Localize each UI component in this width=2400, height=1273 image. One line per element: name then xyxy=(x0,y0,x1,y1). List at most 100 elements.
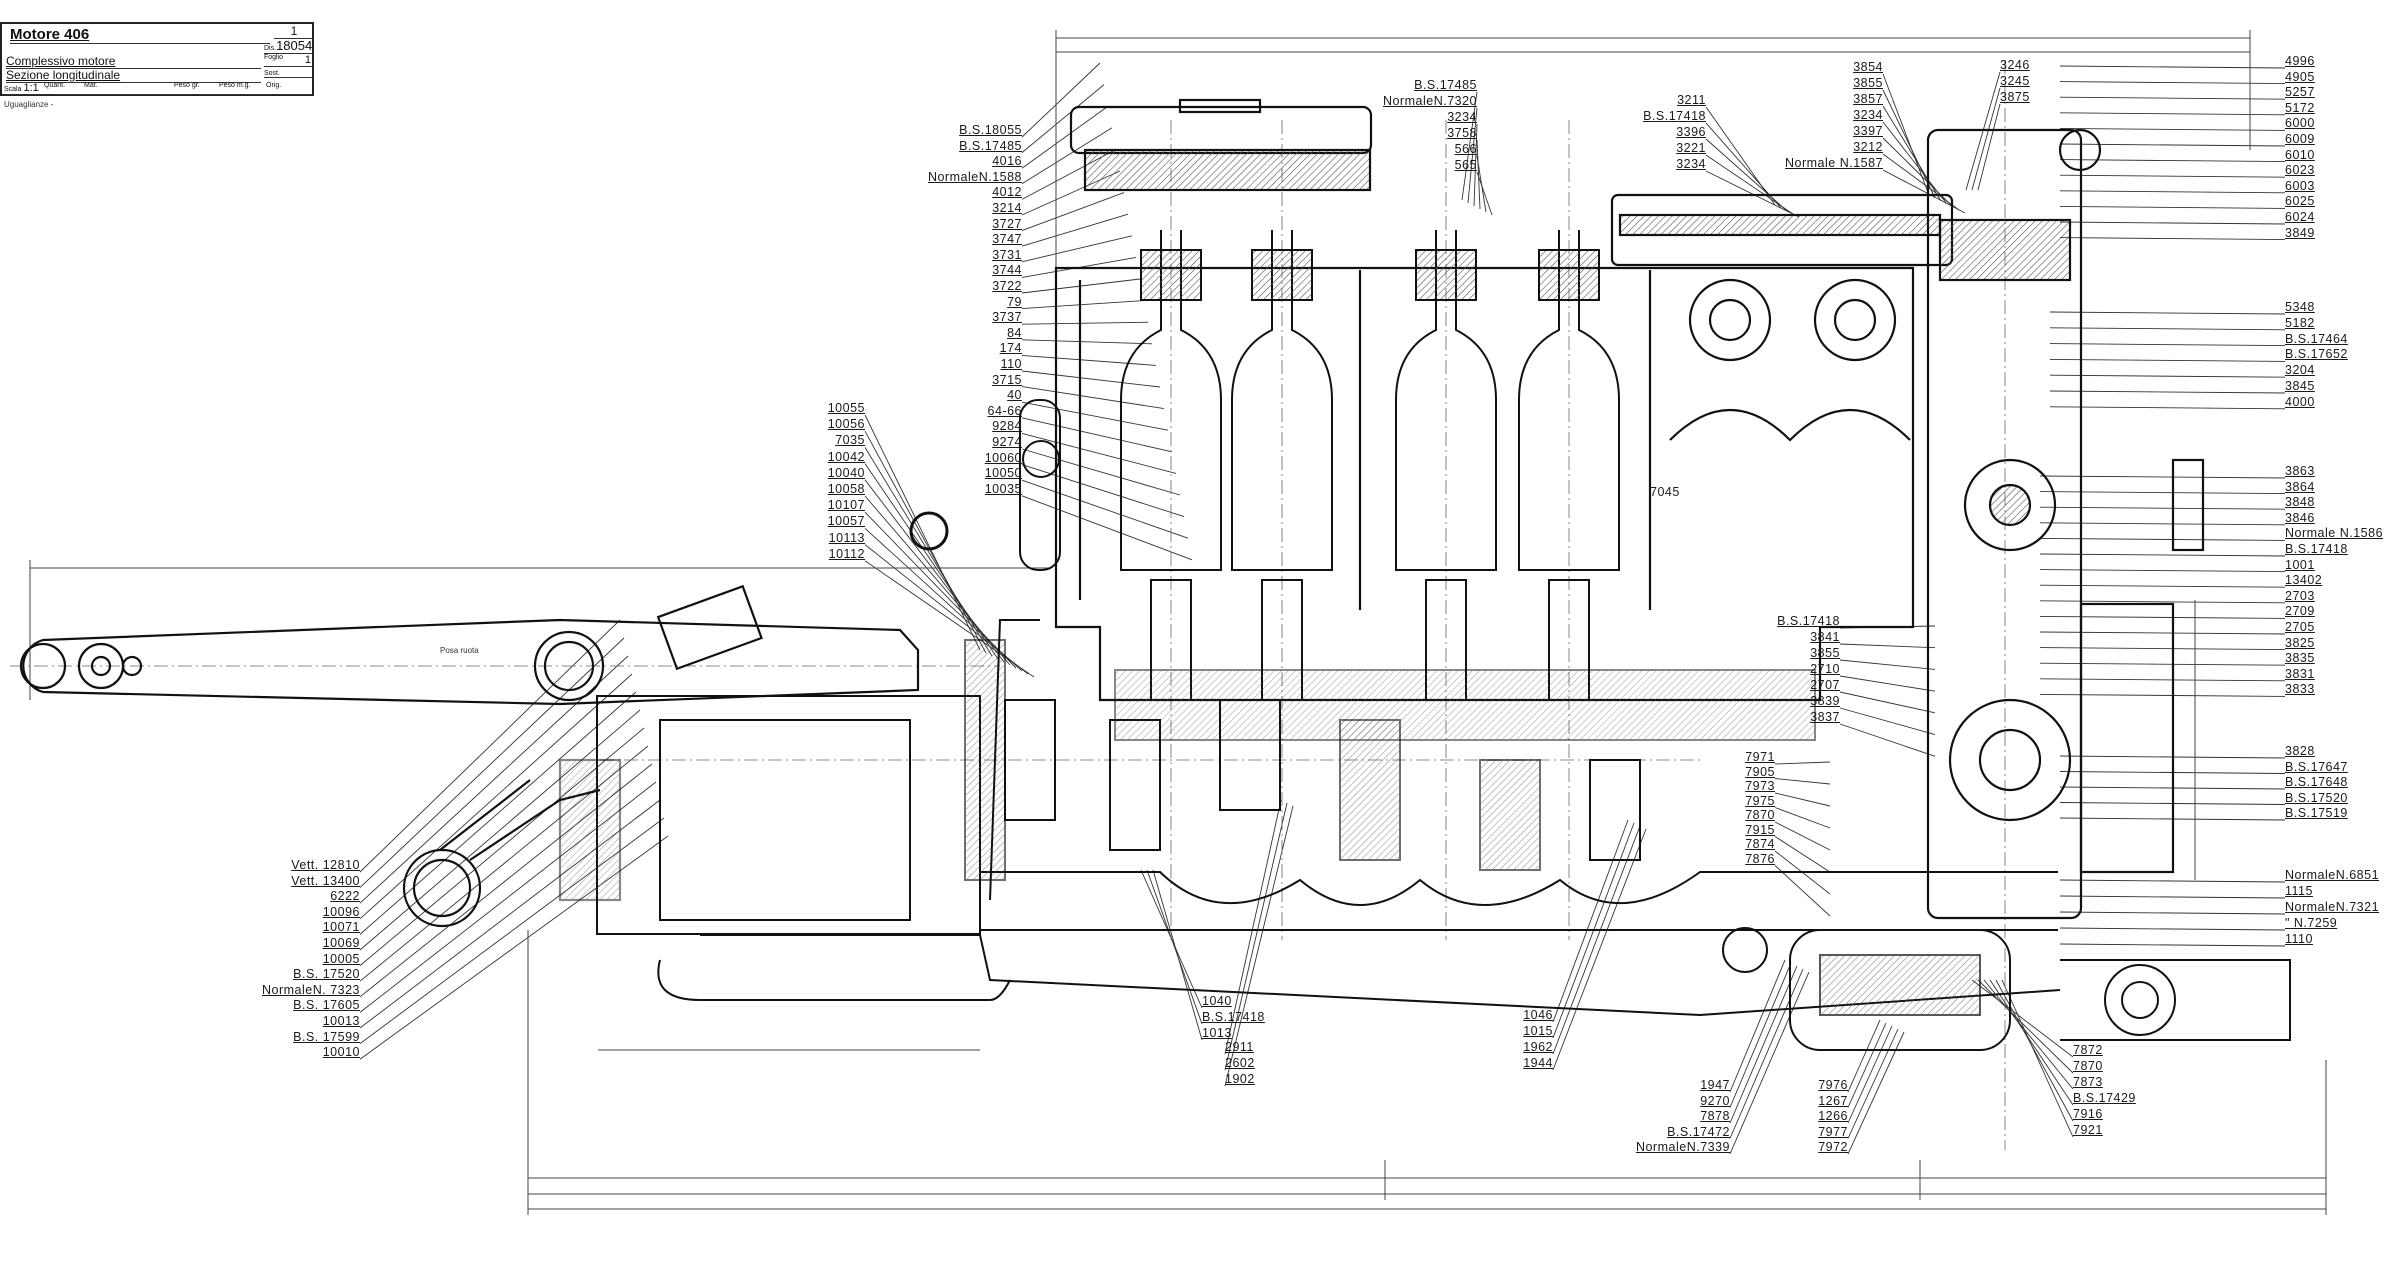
valve-spring xyxy=(1415,249,1477,301)
part-callout-right-mid: 3864 xyxy=(2285,479,2315,494)
part-callout-left-clutch: 10113 xyxy=(828,530,865,545)
part-callout-top-cam2: 3234 xyxy=(1853,108,1883,122)
leader-line xyxy=(2039,615,2286,619)
part-callout-bottom-sump-right: 7872 xyxy=(2073,1043,2103,1057)
leader-line xyxy=(1839,675,1936,692)
leader-line xyxy=(864,414,981,651)
part-callout-right-mid: Normale N.1586 xyxy=(2285,526,2384,541)
leader-line xyxy=(1021,448,1181,496)
part-callout-right-mid: 2705 xyxy=(2285,620,2315,634)
part-callout-left-clutch: 10107 xyxy=(827,498,865,513)
leader-line xyxy=(864,430,987,654)
leader-line xyxy=(1971,979,2074,1058)
leader-line xyxy=(864,560,1035,678)
leader-line xyxy=(2039,491,2286,495)
leader-line xyxy=(1729,959,1786,1093)
leader-line xyxy=(1847,1019,1881,1093)
part-callout-bottom-sump-right: 7870 xyxy=(2073,1059,2103,1073)
leader-line xyxy=(2039,647,2286,651)
leader-line xyxy=(2059,159,2286,163)
leader-line xyxy=(2049,390,2286,394)
part-callout-left-head: 3722 xyxy=(992,279,1022,293)
part-callout-bottom-sump-left: B.S.17472 xyxy=(1667,1124,1730,1139)
part-callout-right-mid: 3825 xyxy=(2285,635,2315,650)
leader-line xyxy=(1882,73,1930,196)
leader-line xyxy=(1774,761,1831,765)
part-callout-right-bottom: 1115 xyxy=(2285,884,2313,898)
part-callout-gear-mid: 3839 xyxy=(1810,694,1840,708)
part-callout-crank-a: 1013 xyxy=(1202,1026,1232,1040)
part-callout-left-bottom: B.S. 17605 xyxy=(293,998,360,1013)
leader-line xyxy=(864,447,993,657)
valve-spring xyxy=(1251,249,1313,301)
leader-line xyxy=(2039,693,2286,697)
leader-line xyxy=(1021,235,1133,263)
part-callout-gear-mid: 2710 xyxy=(1810,662,1840,676)
leader-line xyxy=(1461,91,1478,201)
part-callout-bottom-sump-right: B.S.17429 xyxy=(2073,1091,2136,1105)
part-callout-top-cam2: 3855 xyxy=(1853,76,1883,90)
leader-line xyxy=(1774,792,1831,807)
part-callout-gear-mid: 2707 xyxy=(1810,678,1840,692)
leader-line xyxy=(2059,190,2286,194)
leader-line xyxy=(1847,1028,1899,1139)
leader-line xyxy=(1774,836,1831,873)
leader-line xyxy=(1021,479,1189,539)
leader-line xyxy=(1552,828,1647,1071)
part-callout-right-top: 4905 xyxy=(2285,69,2315,84)
part-callout-left-head: 84 xyxy=(1007,325,1022,340)
part-callout-right-upper: 5182 xyxy=(2285,315,2315,330)
valve-spring xyxy=(1140,249,1202,301)
part-callout-right-top: 6003 xyxy=(2285,178,2315,193)
engine-block xyxy=(1054,98,2205,920)
cylinder-bore xyxy=(1120,230,1222,571)
leader-line xyxy=(1983,979,2074,1090)
part-callout-right-mid: 3833 xyxy=(2285,682,2315,697)
part-callout-pump: 7905 xyxy=(1745,764,1775,779)
part-callout-left-head: 3744 xyxy=(992,263,1022,278)
leader-line xyxy=(2039,537,2286,541)
leader-line xyxy=(1021,370,1161,388)
part-callout-left-bottom: 10069 xyxy=(322,936,360,950)
uguaglianze-note: Uguaglianze - xyxy=(4,100,54,109)
leader-line xyxy=(2059,895,2286,899)
leader-line xyxy=(1021,464,1185,518)
part-callout-right-mid: 1001 xyxy=(2285,557,2315,572)
part-callout-right-upper: B.S.17464 xyxy=(2285,331,2348,346)
leader-line xyxy=(2049,374,2286,378)
cylinders xyxy=(1120,230,1620,701)
part-callout-right-low: B.S.17647 xyxy=(2285,759,2348,774)
leader-line xyxy=(1839,691,1936,714)
leader-line xyxy=(1021,213,1129,247)
part-callout-top-cam2: Normale N.1587 xyxy=(1784,156,1883,170)
leader-line xyxy=(2039,584,2286,588)
part-callout-left-head: NormaleN.1588 xyxy=(927,169,1022,184)
leader-line xyxy=(1847,1031,1905,1155)
part-callout-right-top: 6000 xyxy=(2285,116,2315,131)
leader-line xyxy=(2049,311,2286,315)
sheet-field: Foglio 1 xyxy=(264,54,314,67)
part-callout-left-bottom: Vett. 13400 xyxy=(291,873,360,888)
leader-line xyxy=(1021,127,1113,185)
subtitle-2: Sezione longitudinale xyxy=(6,68,261,83)
leader-line xyxy=(2039,662,2286,666)
leader-line xyxy=(1552,819,1629,1023)
part-callout-bottom-sump-left: 7878 xyxy=(1700,1109,1730,1123)
part-callout-left-bottom: B.S. 17599 xyxy=(293,1029,360,1044)
sost-field: Sost. xyxy=(264,70,314,78)
part-callout-right-mid: 3835 xyxy=(2285,651,2315,666)
part-callout-left-clutch: 10040 xyxy=(827,465,865,480)
part-callout-right-top: 6024 xyxy=(2285,210,2315,224)
dimension-lines xyxy=(29,30,2327,1215)
leader-line xyxy=(1729,971,1810,1155)
part-callout-right-top: 5257 xyxy=(2285,85,2315,100)
part-callout-left-bottom: 10096 xyxy=(322,904,360,919)
leader-line xyxy=(1021,495,1193,561)
leader-line xyxy=(2059,112,2286,116)
subtitle-1: Complessivo motore xyxy=(6,54,261,69)
leader-line xyxy=(1882,137,1954,208)
part-callout-right-upper: 3204 xyxy=(2285,363,2315,378)
crankshaft-and-sump xyxy=(657,669,2291,1051)
part-callout-right-top: 5172 xyxy=(2285,100,2315,115)
leader-line xyxy=(2059,143,2286,147)
